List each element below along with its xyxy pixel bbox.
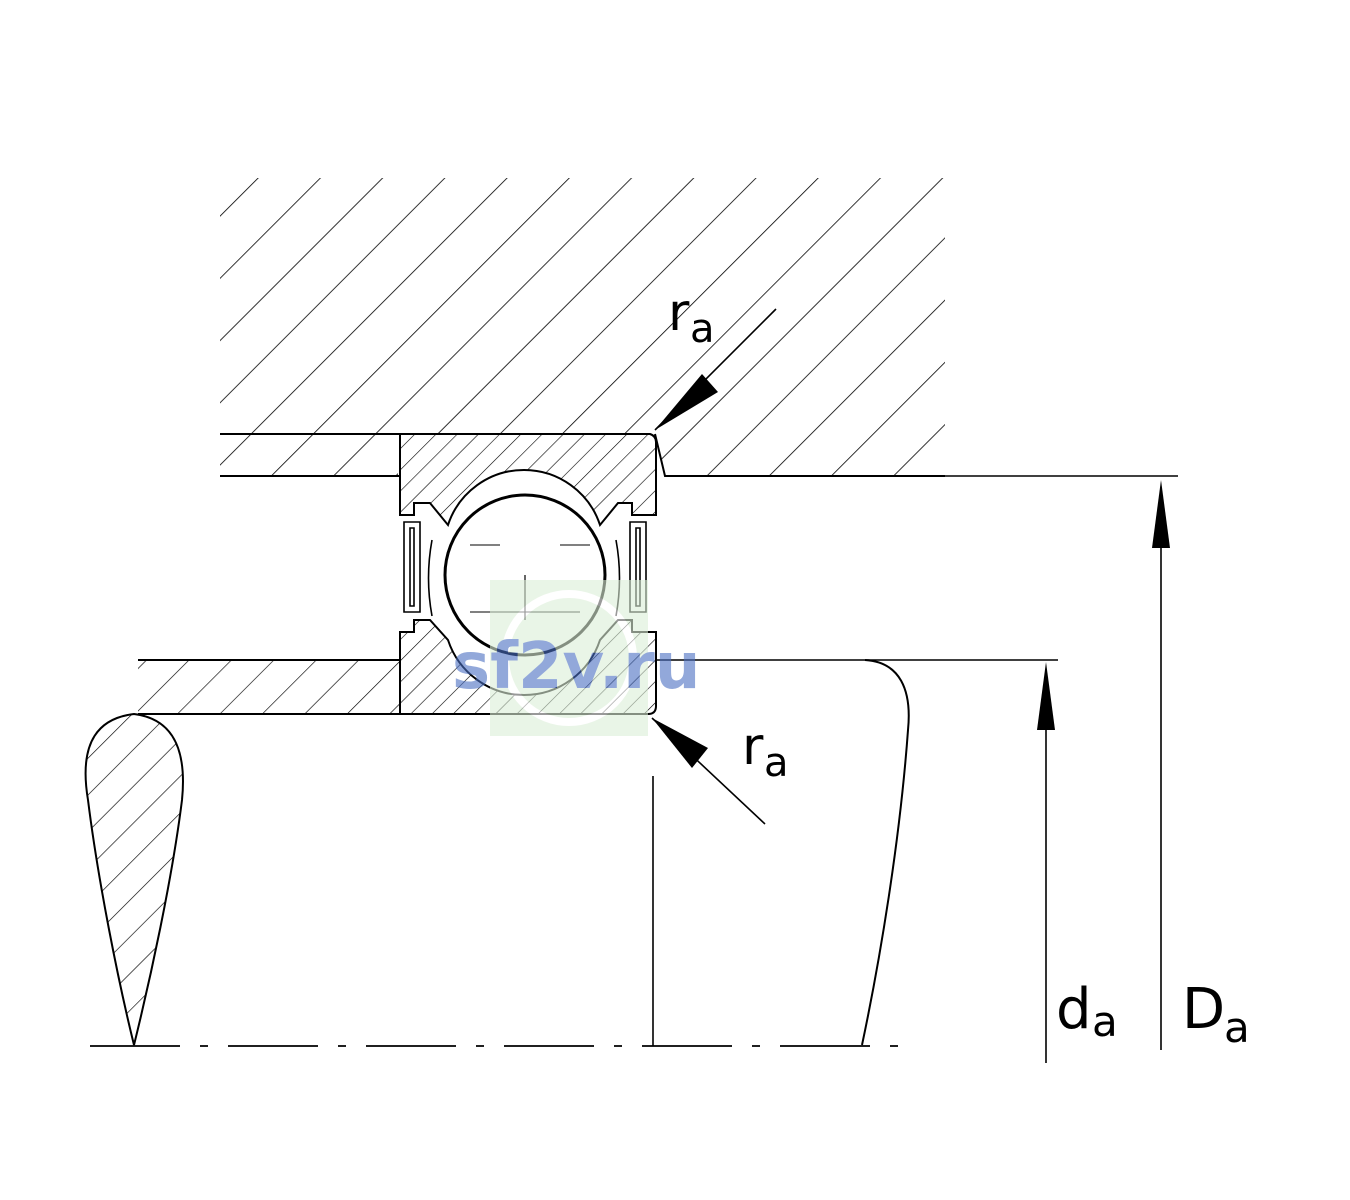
da-label: d a	[1056, 977, 1118, 1046]
ra-top-label-sub: a	[690, 306, 715, 352]
Da-dimension-arrow	[1152, 480, 1170, 1050]
ra-top-label-main: r	[668, 283, 690, 343]
bearing-outer-ring	[399, 433, 657, 528]
ra-bottom-label: r a	[742, 717, 789, 786]
da-label-main: d	[1056, 977, 1092, 1042]
da-dimension-arrow	[1037, 662, 1055, 1063]
shaft-section	[138, 659, 1058, 715]
Da-label-sub: a	[1224, 1003, 1250, 1052]
Da-label-main: D	[1182, 977, 1225, 1042]
ra-bottom-label-main: r	[742, 717, 764, 777]
ra-bottom-label-sub: a	[764, 740, 789, 786]
ra-top-label: r a	[668, 283, 715, 352]
shaft-break-outline	[861, 659, 910, 1046]
ra-bottom-leader	[651, 717, 766, 825]
Da-label: D a	[1182, 977, 1250, 1052]
watermark-background	[490, 580, 648, 736]
watermark: sf2v.ru	[452, 580, 700, 736]
da-label-sub: a	[1092, 997, 1118, 1046]
watermark-text: sf2v.ru	[452, 630, 700, 704]
housing-section	[220, 178, 1178, 477]
shaft-break-section	[84, 712, 184, 1046]
ra-top-leader	[654, 308, 777, 431]
